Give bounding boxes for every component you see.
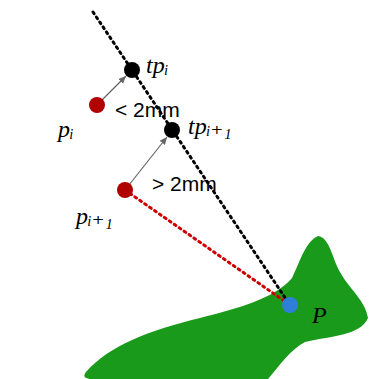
point-label: pᵢ [58, 116, 74, 142]
distance-label: < 2mm [115, 98, 180, 121]
measured-point [117, 182, 133, 198]
trajectory-line [93, 12, 290, 305]
trajectory-point [124, 62, 140, 78]
distance-label: > 2mm [152, 172, 217, 195]
trajectory-point [164, 122, 180, 138]
measured-point [89, 97, 105, 113]
point-label: P [312, 302, 327, 328]
tissue-region [84, 236, 368, 379]
target-point [282, 297, 298, 313]
distance-line [125, 190, 290, 305]
point-label: tpᵢ₊₁ [188, 113, 231, 139]
point-label: pᵢ₊₁ [76, 203, 113, 229]
point-label: tpᵢ [146, 52, 168, 78]
